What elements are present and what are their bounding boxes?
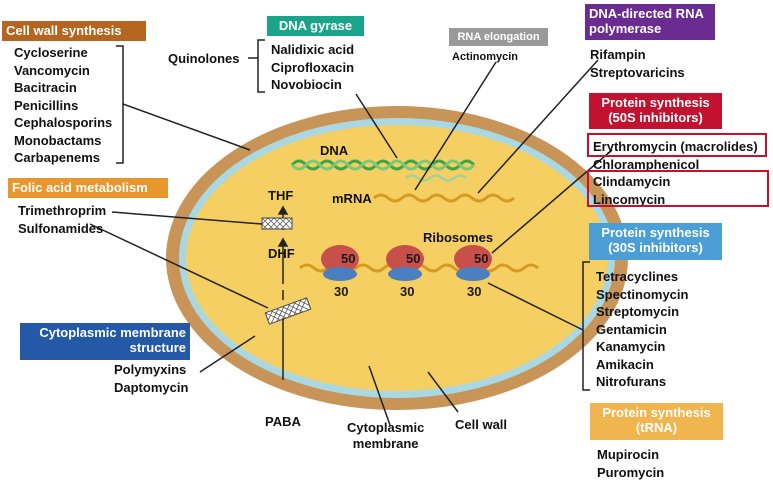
cytoplasmic-membrane-label: Cytoplasmic membrane bbox=[347, 420, 424, 452]
ribosomes-label: Ribosomes bbox=[423, 230, 494, 245]
drug-spectinomycin: Spectinomycin bbox=[596, 286, 689, 302]
thf-label: THF bbox=[268, 188, 294, 203]
drug-actinomycin: Actinomycin bbox=[452, 51, 519, 63]
trimethoprim-block-icon bbox=[261, 217, 293, 230]
protein-30s-header: Protein synthesis (30S inhibitors) bbox=[589, 223, 722, 260]
rna-polymerase-title-1: DNA-directed RNA bbox=[589, 6, 704, 21]
cell-wall-synthesis-header: Cell wall synthesis bbox=[2, 21, 146, 41]
folic-acid-header: Folic acid metabolism bbox=[8, 178, 168, 198]
drug-quinolones: Quinolones bbox=[168, 51, 240, 66]
rna-polymerase-title-2: polymerase bbox=[589, 21, 662, 36]
protein-30s-title-2: (30S inhibitors) bbox=[608, 240, 703, 255]
drug-erythromycin: Erythromycin (macrolides) bbox=[593, 139, 758, 154]
ribosome-3 bbox=[454, 245, 492, 281]
rna-elongation-header: RNA elongation bbox=[449, 28, 548, 46]
protein-50s-title-2: (50S inhibitors) bbox=[608, 110, 703, 125]
rna-strand bbox=[405, 174, 467, 182]
protein-50s-title-1: Protein synthesis bbox=[601, 95, 710, 110]
drug-nitrofurans: Nitrofurans bbox=[596, 374, 667, 389]
drug-gentamicin: Gentamicin bbox=[596, 321, 667, 337]
drug-mupirocin: Mupirocin bbox=[597, 447, 660, 462]
drug-polymyxins: Polymyxins bbox=[114, 362, 187, 377]
highlight-erythromycin bbox=[587, 133, 767, 157]
drug-puromycin: Puromycin bbox=[597, 464, 665, 480]
drug-streptovaricins: Streptovaricins bbox=[590, 64, 685, 80]
drug-chloramphenicol: Chloramphenicol bbox=[593, 156, 700, 172]
drug-novobiocin: Novobiocin bbox=[271, 77, 342, 92]
drug-ciprofloxacin: Ciprofloxacin bbox=[271, 59, 355, 75]
dhf-label: DHF bbox=[268, 246, 295, 261]
drug-clindamycin: Clindamycin bbox=[593, 174, 671, 189]
membrane-title-1: Cytoplasmic membrane bbox=[39, 325, 186, 340]
drug-carbapenems: Carbapenems bbox=[14, 150, 100, 165]
protein-trna-title-2: (tRNA) bbox=[635, 420, 678, 435]
paba-label: PABA bbox=[265, 414, 301, 429]
sulfonamide-block-icon bbox=[264, 297, 312, 325]
rna-polymerase-header: DNA-directed RNA polymerase bbox=[585, 4, 715, 40]
drug-daptomycin: Daptomycin bbox=[114, 379, 189, 395]
drug-bacitracin: Bacitracin bbox=[14, 80, 77, 95]
protein-trna-header: Protein synthesis (tRNA) bbox=[590, 403, 723, 440]
mrna-strand bbox=[373, 193, 515, 203]
drug-sulfonamides: Sulfonamides bbox=[18, 220, 104, 236]
drug-kanamycin: Kanamycin bbox=[596, 339, 666, 354]
mrna-label: mRNA bbox=[332, 191, 372, 206]
ribosome-1-30s-label: 30 bbox=[334, 284, 349, 299]
highlight-clindamycin-lincomycin bbox=[587, 170, 769, 207]
ribosome-3-30s-label: 30 bbox=[467, 284, 482, 299]
protein-trna-title-1: Protein synthesis bbox=[602, 405, 711, 420]
ribosome-2-50s-label: 50 bbox=[406, 251, 421, 266]
ribosome-2 bbox=[386, 245, 424, 281]
drug-tetracyclines: Tetracyclines bbox=[596, 269, 679, 284]
drug-amikacin: Amikacin bbox=[596, 356, 654, 372]
drug-cycloserine: Cycloserine bbox=[14, 45, 88, 60]
protein-30s-title-1: Protein synthesis bbox=[601, 225, 710, 240]
drug-nalidixic-acid: Nalidixic acid bbox=[271, 42, 355, 57]
leader-lines bbox=[89, 59, 613, 426]
ribosome-3-50s-label: 50 bbox=[474, 251, 489, 266]
membrane-title-2: structure bbox=[129, 340, 186, 355]
dna-helix bbox=[290, 159, 476, 171]
dna-label: DNA bbox=[320, 143, 349, 158]
drug-streptomycin: Streptomycin bbox=[596, 304, 680, 319]
drug-monobactams: Monobactams bbox=[14, 132, 102, 148]
drug-vancomycin: Vancomycin bbox=[14, 62, 90, 78]
dna-gyrase-header: DNA gyrase bbox=[267, 16, 364, 36]
drug-rifampin: Rifampin bbox=[590, 47, 646, 62]
drug-cephalosporins: Cephalosporins bbox=[14, 115, 113, 130]
drug-penicillins: Penicillins bbox=[14, 97, 79, 113]
ribosome-2-30s-label: 30 bbox=[400, 284, 415, 299]
membrane-header: Cytoplasmic membrane structure bbox=[20, 323, 190, 360]
protein-50s-header: Protein synthesis (50S inhibitors) bbox=[589, 93, 722, 129]
cytoplasmic-membrane-label-1: Cytoplasmic bbox=[347, 420, 425, 435]
drug-trimethroprim: Trimethroprim bbox=[18, 203, 107, 218]
drug-lincomycin: Lincomycin bbox=[593, 191, 666, 207]
cytoplasmic-membrane-label-2: membrane bbox=[352, 436, 419, 451]
cell-wall-label: Cell wall bbox=[455, 417, 508, 432]
ribosome-1-50s-label: 50 bbox=[341, 251, 356, 266]
ribosome-1 bbox=[321, 245, 359, 281]
